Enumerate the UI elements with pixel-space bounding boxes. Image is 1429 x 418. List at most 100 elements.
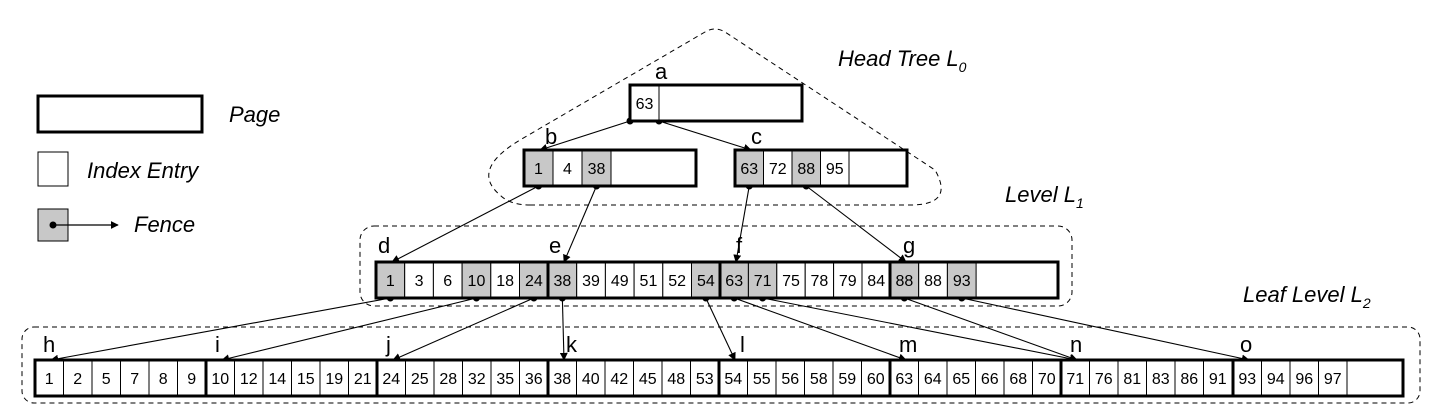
entry-value: 63	[636, 96, 654, 113]
entry-value: 58	[810, 371, 828, 388]
index-entry	[718, 359, 748, 397]
entry-value: 5	[102, 371, 111, 388]
entry-value: 12	[240, 371, 258, 388]
legend-page-swatch	[36, 94, 204, 134]
page-b: 1 4 38 b	[522, 124, 698, 188]
entry-value: 53	[696, 371, 714, 388]
page-d-label: d	[378, 233, 390, 258]
page-m-label: m	[899, 332, 917, 357]
entry-value: 4	[563, 161, 572, 178]
page-b-border	[522, 148, 698, 188]
page-a-border	[628, 83, 804, 123]
edge-b-to-e	[563, 185, 598, 263]
index-entry	[291, 359, 321, 397]
entry-value: 6	[443, 273, 452, 290]
entry-value: 97	[1324, 371, 1342, 388]
page-a: 63a	[628, 59, 804, 123]
entry-value: 71	[754, 273, 772, 290]
entry-value: 70	[1038, 371, 1056, 388]
entry-value: 93	[953, 273, 971, 290]
entry-value: 83	[1152, 371, 1170, 388]
index-entry	[1146, 359, 1176, 397]
entry-value: 1	[534, 161, 543, 178]
entry-value: 9	[187, 371, 196, 388]
page-e-label: e	[549, 233, 561, 258]
entry-value: 76	[1095, 371, 1113, 388]
entry-value: 66	[981, 371, 999, 388]
entry-value: 60	[867, 371, 885, 388]
entry-value: 18	[496, 273, 514, 290]
legend-index-entry-label: Index Entry	[87, 158, 200, 183]
page-o-label: o	[1240, 332, 1252, 357]
entry-value: 84	[867, 273, 885, 290]
entry-value: 64	[924, 371, 942, 388]
entry-value: 65	[952, 371, 970, 388]
entry-value: 10	[468, 273, 486, 290]
entry-value: 88	[924, 273, 942, 290]
index-entry	[946, 359, 976, 397]
fence-entry	[581, 149, 612, 187]
entry-value: 35	[496, 371, 514, 388]
page-b-label: b	[545, 124, 557, 149]
entry-value: 24	[525, 273, 543, 290]
level1-region	[359, 225, 1073, 307]
index-entry	[34, 359, 64, 397]
page-l-label: l	[740, 332, 745, 357]
entry-value: 3	[415, 273, 424, 290]
edge-g-to-o	[961, 297, 1250, 363]
entry-value: 75	[782, 273, 800, 290]
entry-value: 21	[354, 371, 372, 388]
legend-fence-label: Fence	[134, 212, 195, 237]
entry-value: 14	[268, 371, 286, 388]
edge-c-to-f	[733, 185, 750, 263]
entry-value: 19	[325, 371, 343, 388]
leaf-level-region	[21, 326, 1421, 404]
entry-value: 8	[159, 371, 168, 388]
entry-value: 36	[525, 371, 543, 388]
entry-value: 28	[439, 371, 457, 388]
entry-value: 96	[1295, 371, 1313, 388]
entry-value: 54	[724, 371, 742, 388]
edges	[50, 117, 1250, 363]
edge-d-to-j	[392, 297, 535, 361]
entry-value: 25	[411, 371, 429, 388]
entry-value: 42	[610, 371, 628, 388]
edge-f-to-m	[734, 297, 907, 362]
entry-value: 55	[753, 371, 771, 388]
entry-value: 79	[839, 273, 857, 290]
page-n-label: n	[1070, 332, 1082, 357]
page-d: 1 3 6 10 18 24 d	[374, 233, 550, 300]
entry-value: 51	[640, 273, 658, 290]
index-entry	[1060, 359, 1090, 397]
entry-value: 56	[781, 371, 799, 388]
legend-page-label: Page	[229, 102, 280, 127]
entry-value: 10	[211, 371, 229, 388]
edge-a-to-c	[658, 120, 752, 152]
edge-c-to-g	[805, 185, 907, 263]
index-entry	[804, 261, 835, 299]
edge-d-to-h	[50, 297, 391, 363]
entry-value: 38	[588, 161, 606, 178]
head-tree-title: Head Tree L0	[838, 46, 967, 75]
index-entry	[918, 261, 948, 299]
entry-value: 7	[130, 371, 139, 388]
index-entry	[319, 359, 349, 397]
index-entry	[661, 359, 691, 397]
entry-value: 1	[386, 273, 395, 290]
legend-index-entry-swatch	[37, 151, 69, 187]
edge-b-to-d	[391, 185, 539, 263]
page-a-label: a	[655, 59, 668, 84]
index-entry	[633, 359, 663, 397]
edge-e-to-l	[705, 297, 736, 361]
legend: Page Index Entry Fence	[36, 94, 280, 242]
entry-value: 54	[697, 273, 715, 290]
entry-value: 72	[769, 161, 787, 178]
index-entry	[776, 261, 806, 299]
